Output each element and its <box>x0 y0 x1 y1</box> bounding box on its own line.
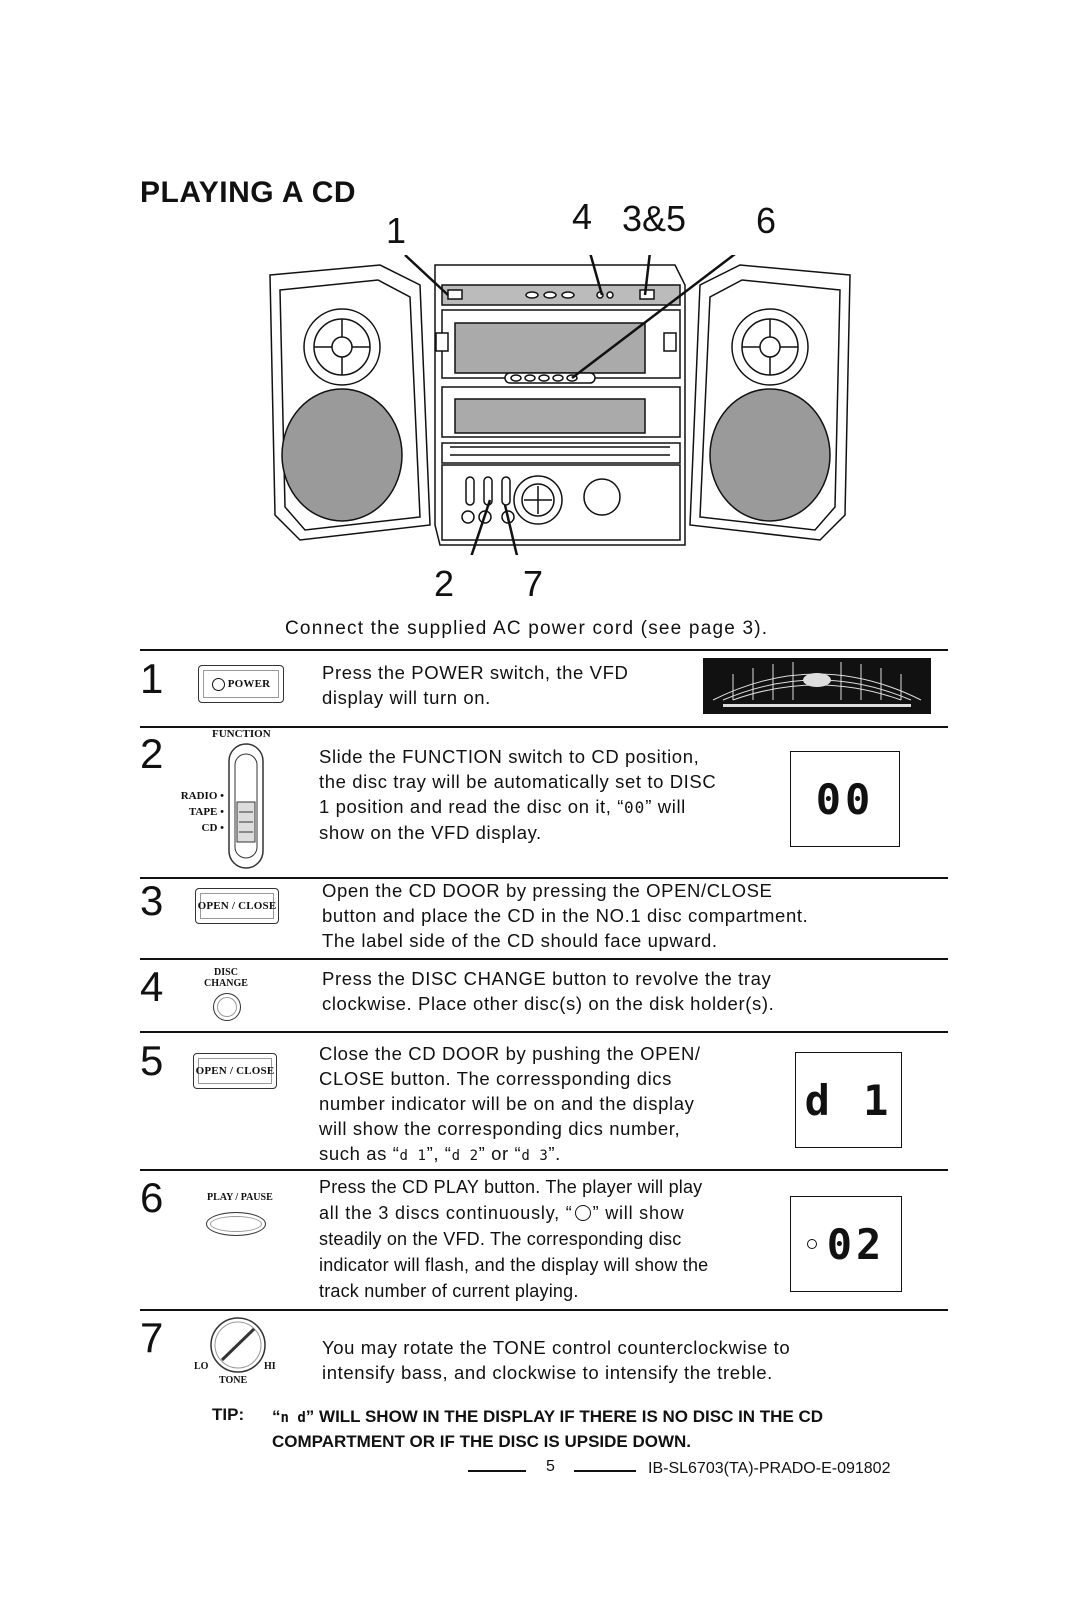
tone-lo-label: LO <box>194 1361 209 1372</box>
disc-icon <box>806 1239 817 1249</box>
callout-4: 4 <box>572 196 593 237</box>
open-close-button-illustration: OPEN / CLOSE <box>193 1053 277 1089</box>
step-number: 3 <box>140 877 164 924</box>
page-number: 5 <box>546 1458 555 1475</box>
divider <box>140 1169 948 1171</box>
inline-display-d1: d 1 <box>399 1148 427 1164</box>
callout-6: 6 <box>756 200 777 241</box>
power-icon <box>211 677 225 691</box>
tip-label: TIP: <box>212 1405 245 1424</box>
function-slide-switch-illustration <box>228 743 264 869</box>
step-6-text: Press the CD PLAY button. The player wil… <box>319 1177 709 1301</box>
document-code: IB-SL6703(TA)-PRADO-E-091802 <box>648 1460 891 1477</box>
page-title: PLAYING A CD <box>140 176 357 209</box>
callout-3-and-5: 3&5 <box>622 198 687 239</box>
inline-display-d2: d 2 <box>451 1148 479 1164</box>
step-number: 4 <box>140 963 164 1010</box>
step-7-text: You may rotate the TONE control counterc… <box>322 1337 791 1383</box>
divider <box>140 649 948 651</box>
play-pause-label: PLAY / PAUSE <box>207 1192 273 1203</box>
step-3-text: Open the CD DOOR by pressing the OPEN/CL… <box>322 880 809 951</box>
power-cord-caption: Connect the supplied AC power cord (see … <box>285 618 769 639</box>
play-pause-button-illustration <box>206 1212 266 1236</box>
step-number: 6 <box>140 1174 164 1221</box>
inline-display-d3: d 3 <box>521 1148 549 1164</box>
divider <box>140 1309 948 1311</box>
tip-text: “n d” WILL SHOW IN THE DISPLAY IF THERE … <box>272 1407 824 1451</box>
callout-1: 1 <box>386 210 407 251</box>
step-1-text: Press the POWER switch, the VFD display … <box>322 662 629 708</box>
divider <box>140 726 948 728</box>
power-button-label: POWER <box>227 678 271 690</box>
lcd-display-00: 00 <box>790 751 900 847</box>
callout-lines <box>404 255 736 555</box>
step-number: 2 <box>140 730 164 777</box>
step-number: 5 <box>140 1037 164 1084</box>
step-number: 1 <box>140 655 164 702</box>
divider <box>140 1031 948 1033</box>
right-speaker <box>689 264 851 541</box>
callout-7: 7 <box>523 563 544 604</box>
disc-change-button-illustration <box>213 993 241 1021</box>
lcd-display-02: 02 <box>790 1196 902 1292</box>
power-button-illustration: POWER <box>198 665 284 703</box>
function-positions: RADIO • TAPE • CD • <box>180 790 224 834</box>
function-label: FUNCTION <box>212 728 271 740</box>
disc-icon <box>574 1205 591 1221</box>
open-close-button-illustration: OPEN / CLOSE <box>195 888 279 924</box>
lcd-display-d1: d 1 <box>795 1052 902 1148</box>
divider <box>140 877 948 879</box>
disc-change-label: DISC CHANGE <box>204 967 248 989</box>
tone-hi-label: HI <box>264 1361 276 1372</box>
tone-label: TONE <box>219 1375 248 1386</box>
main-unit <box>434 264 686 546</box>
step-4-text: Press the DISC CHANGE button to revolve … <box>322 968 775 1014</box>
vfd-display-illustration <box>703 658 931 714</box>
inline-display-00: 00 <box>624 798 646 817</box>
step-2-text: Slide the FUNCTION switch to CD position… <box>319 746 717 843</box>
inline-display-nd: n d <box>280 1410 306 1426</box>
footer-rule-left <box>468 1470 526 1472</box>
divider <box>140 958 948 960</box>
callout-2: 2 <box>434 563 455 604</box>
step-number: 7 <box>140 1314 164 1361</box>
footer-rule-right <box>574 1470 636 1472</box>
left-speaker <box>269 264 431 541</box>
stereo-system-illustration <box>269 255 851 555</box>
step-5-text: Close the CD DOOR by pushing the OPEN/ C… <box>319 1043 701 1164</box>
tone-knob-illustration <box>210 1317 266 1373</box>
